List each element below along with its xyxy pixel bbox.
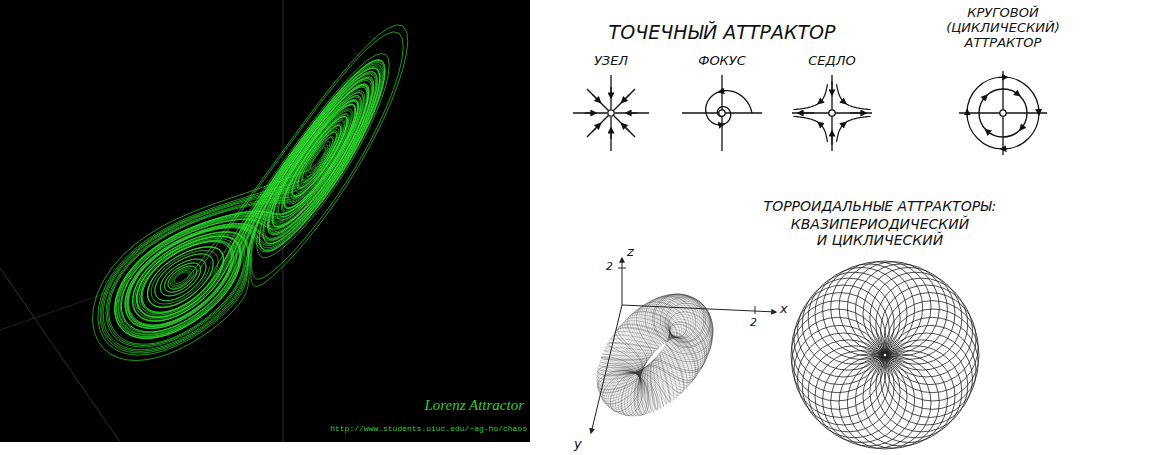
- axis-line: [283, 0, 284, 442]
- spiral-trajectory: [706, 91, 752, 125]
- torus-circle: [815, 267, 907, 359]
- section-heading: КРУГОВОЙ (ЦИКЛИЧЕСКИЙ) АТТРАКТОР: [946, 6, 1060, 51]
- figure-line: [573, 112, 607, 113]
- axis-label: y: [574, 437, 582, 452]
- portrait-label: УЗЕЛ: [594, 54, 628, 69]
- hyperbola-trajectory: [794, 84, 828, 110]
- hyperbola-trajectory: [837, 84, 871, 110]
- y-axis: [591, 305, 622, 433]
- torus-circle: [823, 354, 915, 446]
- hyperbola-trajectory: [794, 116, 828, 141]
- arrow-line: [622, 124, 630, 132]
- torus-circle: [876, 278, 968, 370]
- fixed-point: [829, 110, 835, 116]
- section-heading: ТОЧЕЧНЫЙ АТТРАКТОР: [609, 22, 836, 44]
- arrow-line: [818, 122, 821, 124]
- arrow-line: [999, 77, 1007, 78]
- figure-line: [614, 116, 635, 137]
- figure-title: Lorenz Attractor: [424, 397, 524, 414]
- figure-line: [618, 268, 626, 269]
- axis-label: z: [627, 245, 634, 260]
- figure-line: [587, 116, 608, 137]
- arrow-line: [719, 91, 726, 92]
- arrow-line: [843, 122, 846, 124]
- arrow-line: [585, 112, 596, 113]
- torus-circle: [794, 293, 886, 385]
- torus-cyclic: [791, 261, 979, 449]
- arrow-line: [831, 81, 832, 95]
- lorenz-trajectory: [93, 25, 408, 361]
- torus-circle: [839, 261, 931, 353]
- torus-circle: [886, 301, 978, 393]
- figure-line: [610, 75, 611, 109]
- arrow-line: [850, 112, 866, 113]
- phase-portraits: [573, 71, 1047, 155]
- coordinate-axes: [591, 258, 776, 433]
- arrow-line: [622, 95, 630, 103]
- arrow-line: [984, 95, 987, 98]
- trajectory-circle: [967, 77, 1039, 149]
- arrow-line: [1001, 148, 1009, 150]
- arrow-line: [1038, 106, 1040, 114]
- x-axis: [622, 305, 776, 312]
- arrow-line: [967, 110, 968, 118]
- figure-line: [614, 89, 635, 110]
- arrow-line: [798, 112, 814, 113]
- lorenz-figure: [0, 0, 408, 442]
- torus-circle: [884, 293, 976, 385]
- fixed-point: [608, 110, 614, 116]
- hyperbola-trajectory: [837, 116, 871, 141]
- torus-quasiperiodic: [597, 294, 713, 416]
- torus-circle: [855, 264, 947, 356]
- arrow-line: [610, 87, 611, 98]
- arrow-line: [843, 101, 846, 103]
- torus-circle: [791, 309, 883, 401]
- section-heading: ТОРРОИДАЛЬНЫЕ АТТРАКТОРЫ:: [764, 198, 997, 214]
- torus-circle: [797, 333, 889, 425]
- arrow-line: [831, 131, 832, 145]
- axis-tick-label: 2: [750, 317, 757, 330]
- section-subheading: КВАЗИПЕРИОДИЧЕСКИЙ И ЦИКЛИЧЕСКИЙ: [791, 216, 969, 248]
- fixed-point: [1000, 110, 1006, 116]
- portrait-label: СЕДЛО: [808, 54, 855, 69]
- arrow-line: [610, 128, 611, 139]
- fixed-point: [719, 110, 725, 116]
- figure-line: [587, 89, 608, 110]
- arrow-line: [720, 124, 724, 126]
- torus-circle: [881, 285, 973, 377]
- arrow-line: [1016, 93, 1019, 96]
- torus-circle: [847, 262, 939, 354]
- arrow-line: [818, 101, 821, 103]
- figure-line: [755, 306, 756, 314]
- z-axis: [622, 258, 623, 305]
- axis-tick-label: 2: [606, 261, 613, 274]
- torus-winding: [597, 294, 713, 416]
- arrow-line: [593, 124, 601, 132]
- arrow-line: [1020, 127, 1023, 130]
- portrait-label: ФОКУС: [698, 54, 746, 69]
- limit-cycle: [979, 89, 1027, 137]
- arrow-line: [593, 95, 601, 103]
- arrow-line: [626, 112, 637, 113]
- torus-circle: [863, 351, 955, 443]
- torus-circle: [839, 357, 931, 449]
- axis-label: x: [780, 302, 788, 317]
- torus-circle: [887, 309, 979, 401]
- torus-circle: [792, 317, 884, 409]
- figure-line: [615, 112, 649, 113]
- figure-line: [610, 117, 611, 151]
- arrow-line: [986, 130, 989, 133]
- source-url: http://www.students.uiuc.edu/~ag-ho/chao…: [330, 424, 527, 433]
- lorenz-panel: [0, 0, 530, 442]
- torus-circle: [831, 262, 923, 354]
